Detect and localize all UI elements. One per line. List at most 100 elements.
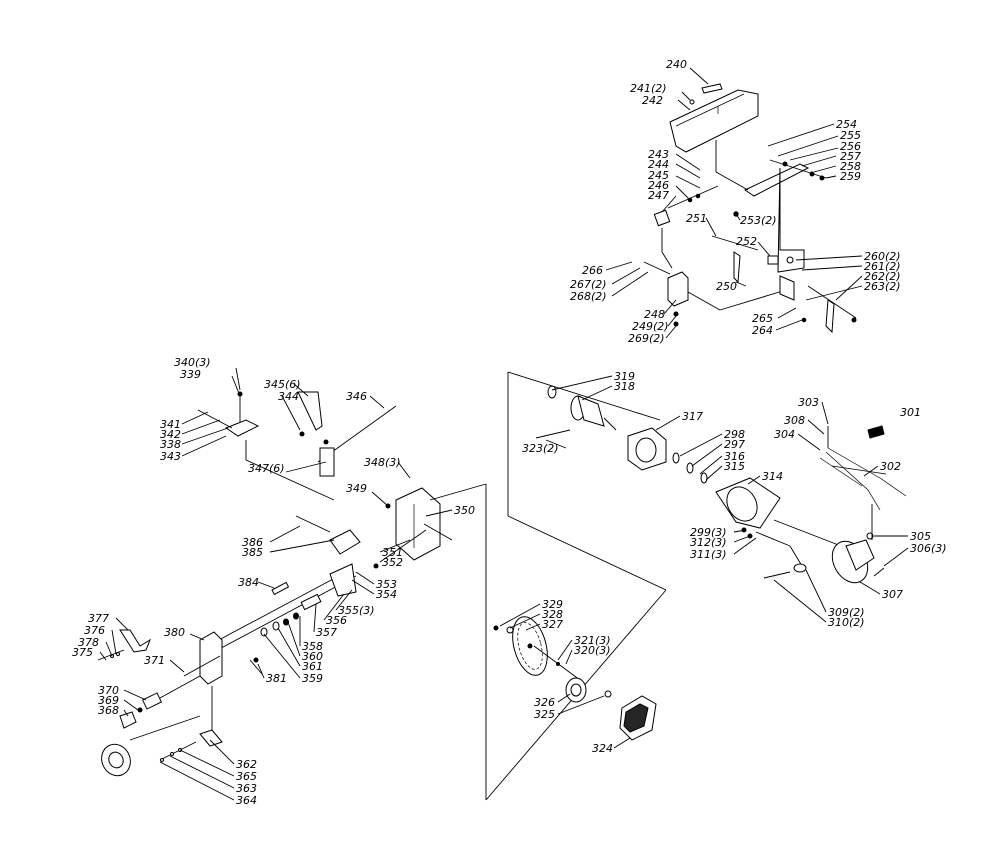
label-307: 307 bbox=[882, 588, 903, 601]
label-317: 317 bbox=[682, 410, 703, 423]
label-252: 252 bbox=[736, 235, 757, 248]
label-250: 250 bbox=[716, 280, 737, 293]
label-318: 318 bbox=[614, 380, 635, 393]
label-369: 369 bbox=[98, 694, 119, 707]
label-261: 261(2) bbox=[864, 260, 901, 273]
label-240: 240 bbox=[666, 58, 687, 71]
label-321: 321(3) bbox=[574, 634, 611, 647]
label-356: 356 bbox=[326, 614, 347, 627]
label-312: 312(3) bbox=[690, 536, 727, 549]
label-375: 375 bbox=[72, 646, 93, 659]
label-385: 385 bbox=[242, 546, 263, 559]
label-245: 245 bbox=[648, 169, 669, 182]
label-303: 303 bbox=[798, 396, 819, 409]
part-327-saw-blade bbox=[512, 616, 548, 676]
part-384-pin bbox=[271, 581, 290, 596]
label-253: 253(2) bbox=[740, 214, 777, 227]
part-350-bracket bbox=[395, 487, 441, 561]
label-308: 308 bbox=[784, 414, 805, 427]
part-241-screw bbox=[689, 99, 695, 105]
label-386: 386 bbox=[242, 536, 263, 549]
label-353: 353 bbox=[376, 578, 397, 591]
label-328: 328 bbox=[542, 608, 563, 621]
part-338-bracket bbox=[224, 419, 260, 437]
label-302: 302 bbox=[880, 460, 901, 473]
part-252-nut bbox=[767, 255, 779, 265]
label-264: 264 bbox=[752, 324, 773, 337]
label-243: 243 bbox=[648, 148, 669, 161]
blade-guard-assembly bbox=[643, 83, 857, 334]
label-342: 342 bbox=[160, 428, 181, 441]
part-385-plate bbox=[329, 529, 361, 555]
label-370: 370 bbox=[98, 684, 119, 697]
label-347: 347(6) bbox=[248, 462, 285, 475]
part-bracket-254 bbox=[743, 163, 810, 197]
label-269: 269(2) bbox=[628, 332, 665, 345]
part-307-end-cap bbox=[831, 539, 875, 584]
label-301: 301 bbox=[900, 406, 921, 419]
part-345-bracket bbox=[297, 391, 323, 431]
label-267: 267(2) bbox=[570, 278, 607, 291]
label-266: 266 bbox=[582, 264, 603, 277]
label-346: 346 bbox=[346, 390, 367, 403]
label-299: 299(3) bbox=[690, 526, 727, 539]
part-362-plate bbox=[199, 729, 223, 747]
label-348: 348(3) bbox=[364, 456, 401, 469]
label-320: 320(3) bbox=[574, 644, 611, 657]
part-301-knob bbox=[867, 425, 885, 439]
label-329: 329 bbox=[542, 598, 563, 611]
part-248-bracket bbox=[667, 271, 689, 307]
label-360: 360 bbox=[302, 650, 323, 663]
part-262-pawl bbox=[825, 299, 835, 334]
label-365: 365 bbox=[236, 770, 257, 783]
label-242: 242 bbox=[642, 94, 663, 107]
label-259: 259 bbox=[840, 170, 861, 183]
label-378: 378 bbox=[78, 636, 99, 649]
leader-lines bbox=[99, 67, 909, 801]
label-260: 260(2) bbox=[864, 250, 901, 263]
part-spreader bbox=[777, 167, 805, 273]
label-251: 251 bbox=[686, 212, 707, 225]
label-268: 268(2) bbox=[570, 290, 607, 303]
part-318-armature bbox=[570, 395, 617, 431]
label-357: 357 bbox=[316, 626, 337, 639]
part-357-block bbox=[300, 593, 322, 611]
label-345: 345(6) bbox=[264, 378, 301, 391]
part-305-nut bbox=[866, 532, 874, 540]
label-339: 339 bbox=[180, 368, 201, 381]
label-361: 361 bbox=[302, 660, 323, 673]
label-319: 319 bbox=[614, 370, 635, 383]
label-323: 323(2) bbox=[522, 442, 559, 455]
label-359: 359 bbox=[302, 672, 323, 685]
label-265: 265 bbox=[752, 312, 773, 325]
arbor-assembly bbox=[485, 371, 667, 801]
label-377: 377 bbox=[88, 612, 109, 625]
label-315: 315 bbox=[724, 460, 745, 473]
label-368: 368 bbox=[98, 704, 119, 717]
label-325: 325 bbox=[534, 708, 555, 721]
label-258: 258 bbox=[840, 160, 861, 173]
label-363: 363 bbox=[236, 782, 257, 795]
part-314-motor-housing bbox=[715, 477, 781, 529]
label-344: 344 bbox=[278, 390, 299, 403]
label-384: 384 bbox=[238, 576, 259, 589]
label-324: 324 bbox=[592, 742, 613, 755]
label-316: 316 bbox=[724, 450, 745, 463]
label-311: 311(3) bbox=[690, 548, 727, 561]
motor-assembly bbox=[535, 385, 907, 584]
part-242-blade-guard bbox=[669, 89, 759, 153]
part-labels: 240 241(2) 242 243 244 245 246 247 251 2… bbox=[72, 58, 947, 807]
label-326: 326 bbox=[534, 696, 555, 709]
label-248: 248 bbox=[644, 308, 665, 321]
label-341: 341 bbox=[160, 418, 181, 431]
label-305: 305 bbox=[910, 530, 931, 543]
label-263: 263(2) bbox=[864, 280, 901, 293]
label-254: 254 bbox=[836, 118, 857, 131]
label-297: 297 bbox=[724, 438, 745, 451]
label-351: 351 bbox=[382, 546, 403, 559]
part-309-brush bbox=[793, 563, 807, 573]
blade-tilt-assembly bbox=[97, 391, 487, 777]
label-350: 350 bbox=[454, 504, 475, 517]
label-256: 256 bbox=[840, 140, 861, 153]
label-371: 371 bbox=[144, 654, 165, 667]
